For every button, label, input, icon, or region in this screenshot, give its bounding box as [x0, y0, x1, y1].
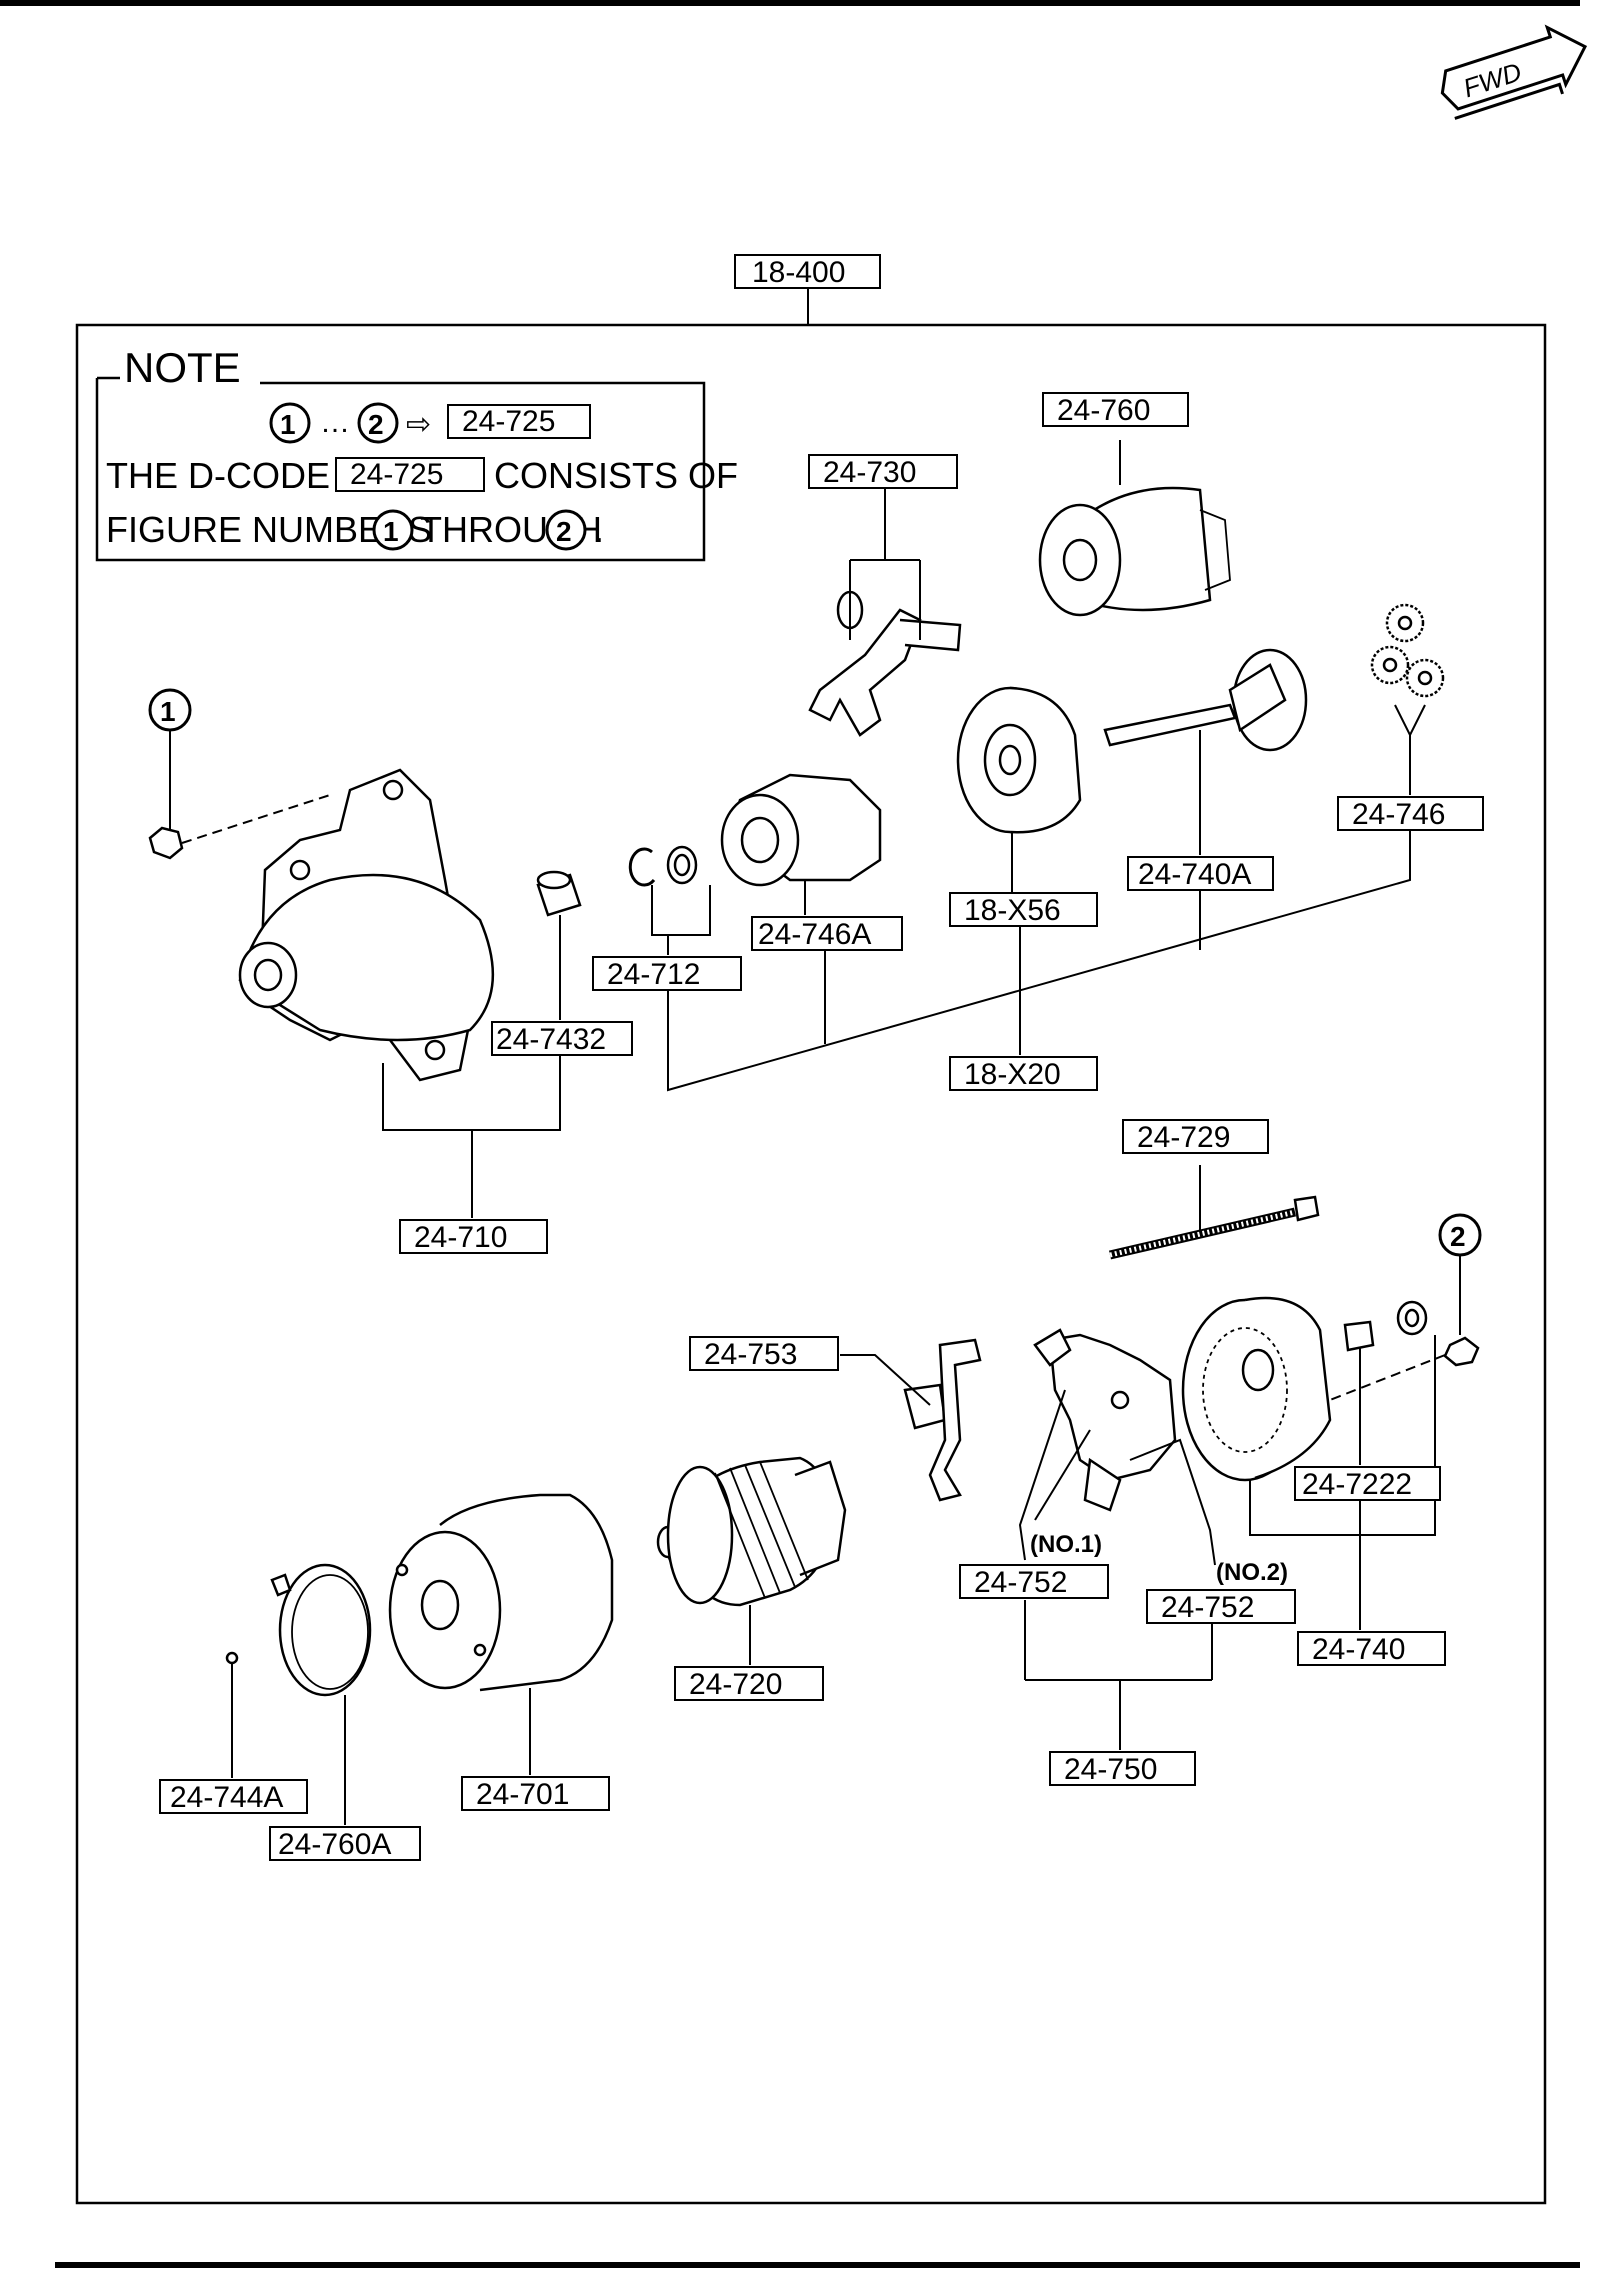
top-rule — [0, 0, 1580, 6]
note-line2-ref-end: 2 — [556, 516, 572, 547]
label-24-746: 24-746 — [1352, 798, 1445, 831]
label-24-760: 24-760 — [1057, 394, 1150, 427]
label-24-750: 24-750 — [1064, 1753, 1157, 1786]
diagram-frame — [75, 323, 1547, 2205]
label-24-712: 24-712 — [607, 958, 700, 991]
rear-bushing-part — [1343, 1300, 1428, 1352]
label-24-740A: 24-740A — [1138, 858, 1251, 891]
clip-washer-part — [628, 845, 698, 887]
gear-housing-part — [956, 686, 1082, 834]
note-line2-ref-start: 1 — [383, 516, 399, 547]
through-bolt-part: 24-729 — [1108, 1119, 1320, 1260]
bushing-part — [536, 870, 582, 917]
label-24-729: 24-729 — [1137, 1121, 1230, 1154]
fwd-arrow-icon: FWD — [1440, 24, 1588, 120]
assembly-label: 18-400 — [734, 254, 881, 325]
solenoid-part — [1038, 486, 1231, 617]
rear-cover-part — [1181, 1296, 1332, 1482]
note-ref-end: 2 — [368, 409, 384, 440]
note-arrow: ⇨ — [406, 408, 431, 441]
label-24-752-no1: 24-752 — [974, 1566, 1067, 1599]
label-24-7222: 24-7222 — [1302, 1468, 1412, 1501]
note-range-sep: … — [320, 406, 350, 439]
label-24-744A: 24-744A — [170, 1781, 283, 1814]
label-24-730: 24-730 — [823, 456, 916, 489]
label-24-746A: 24-746A — [758, 918, 871, 951]
label-24-740: 24-740 — [1312, 1633, 1405, 1666]
drive-pinion-part — [720, 773, 882, 887]
assembly-label-text: 18-400 — [752, 256, 845, 289]
bolt-callout-text: 1 — [160, 696, 176, 727]
label-24-752-no2: 24-752 — [1161, 1591, 1254, 1624]
armature-part: 24-720 — [656, 1456, 847, 1701]
bolt-part — [148, 794, 331, 860]
pinion-shaft-part — [1103, 648, 1308, 752]
note-box: NOTE 1 … 2 ⇨ 24-725 THE D-CODE OF 24-725… — [95, 344, 738, 562]
note-ref-start: 1 — [280, 409, 296, 440]
shift-lever-part — [808, 590, 962, 737]
brush-labels: 24-753 (NO.1) (NO.2) 24-752 24-752 24-75… — [689, 1336, 1296, 1786]
label-24-753: 24-753 — [704, 1338, 797, 1371]
annotation-no1: (NO.1) — [1030, 1531, 1102, 1558]
note-line1-suffix: CONSISTS OF — [494, 455, 738, 496]
screw-callout: 2 — [1329, 1213, 1482, 1401]
label-24-701: 24-701 — [476, 1778, 569, 1811]
note-code: 24-725 — [462, 405, 555, 438]
rear-labels: 24-7222 24-740 — [1294, 1466, 1446, 1666]
note-line2-end: . — [594, 509, 604, 550]
bolt-callout: 1 — [148, 688, 192, 830]
label-18-X56: 18-X56 — [964, 894, 1061, 927]
annotation-no2: (NO.2) — [1216, 1559, 1288, 1586]
label-24-760A: 24-760A — [278, 1828, 391, 1861]
ring-and-ball-parts: 24-744A 24-760A — [159, 1563, 421, 1861]
bottom-rule — [55, 2262, 1580, 2268]
label-24-720: 24-720 — [689, 1668, 782, 1701]
yoke-part: 24-701 — [388, 1493, 614, 1811]
note-title: NOTE — [124, 344, 241, 391]
upper-leaders — [382, 440, 1426, 1218]
upper-labels: 24-760 24-730 24-746 24-740A 18-X56 24-7… — [399, 392, 1484, 1254]
label-18-X20: 18-X20 — [964, 1058, 1061, 1091]
brush-leaders — [840, 1354, 1216, 1750]
label-24-710: 24-710 — [414, 1221, 507, 1254]
rear-leaders — [1249, 1335, 1436, 1630]
note-line1-code: 24-725 — [350, 458, 443, 491]
screw-callout-text: 2 — [1450, 1221, 1466, 1252]
planetary-gears-part — [1370, 603, 1445, 698]
front-housing-part — [238, 768, 495, 1082]
label-24-7432: 24-7432 — [496, 1023, 606, 1056]
brush-part — [903, 1338, 982, 1502]
